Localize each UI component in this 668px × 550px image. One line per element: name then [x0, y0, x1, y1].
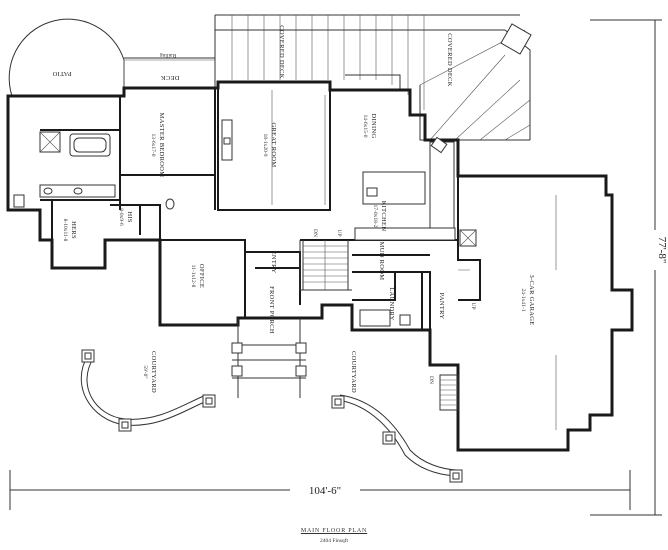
kitchen-dim: 17-0x18-2 — [372, 205, 378, 228]
pantry-label: PANTRY — [438, 293, 445, 320]
kitchen-label: KITCHEN — [380, 201, 387, 232]
overall-depth-label: 77'-8" — [656, 237, 668, 264]
deck-area — [124, 57, 216, 89]
front-porch-label: FRONT PORCH — [268, 286, 275, 334]
mud-room-label: MUD ROOM — [378, 242, 385, 281]
hers-label: HERS — [70, 221, 77, 239]
patio-area — [8, 18, 125, 97]
great-room-dim: 18-1x20-9 — [262, 134, 268, 157]
garage-dim: 24-1x41-1 — [520, 289, 526, 312]
overall-width-label: 104'-6" — [309, 485, 341, 497]
office-dim: 11-1x12-8 — [190, 265, 196, 288]
entry-label: ENTRY — [270, 251, 277, 274]
up-label-2: UP — [470, 302, 476, 309]
patio-label: PATIO — [52, 70, 71, 77]
room-labels: PATIO Railing DECK COVERED DECK COVERED … — [52, 25, 535, 393]
deck-label: DECK — [161, 74, 180, 81]
dn-label-1: DN — [312, 229, 318, 237]
hers-dim: 8-10x11-8 — [62, 219, 68, 242]
dimension-lines: 104'-6" 77'-8" — [9, 19, 668, 516]
master-bedroom-dim: 13-6x17-0 — [150, 134, 156, 157]
dining-dim: 14-6x15-0 — [362, 115, 368, 138]
his-dim: 8-0x9-6 — [118, 208, 124, 226]
courtyard-left-dim: 59'-0" — [142, 365, 148, 378]
plan-title: MAIN FLOOR PLAN — [300, 528, 368, 534]
bath-fixtures — [13, 131, 175, 210]
garage-label: 3-CAR GARAGE — [528, 274, 535, 325]
dining-label: DINING — [370, 114, 377, 139]
master-bedroom-label: MASTER BEDROOM — [158, 113, 165, 178]
covered-deck-label-1: COVERED DECK — [278, 25, 285, 79]
laundry-label: LAUNDRY — [388, 287, 395, 321]
exterior-walls — [6, 80, 634, 452]
covered-deck-area — [214, 14, 532, 141]
his-label: HIS — [126, 211, 133, 222]
great-room-features — [221, 90, 326, 205]
up-label-1: UP — [336, 229, 342, 236]
railing-label: Railing — [160, 52, 176, 58]
office-label: OFFICE — [198, 264, 205, 288]
front-porch-posts — [231, 318, 307, 398]
great-room-label: GREAT ROOM — [270, 123, 277, 168]
dn-label-2: DN — [428, 376, 434, 384]
garage-bays — [439, 195, 557, 430]
courtyard-left-label: COURTYARD — [150, 351, 157, 393]
covered-deck-label-2: COVERED DECK — [446, 33, 453, 87]
courtyard-right-label: COURTYARD — [350, 351, 357, 393]
stairs — [302, 240, 411, 327]
plan-subtitle: 2404 Finsqft — [320, 538, 348, 544]
courtyard-walls — [80, 349, 463, 483]
kitchen-features — [354, 136, 477, 247]
interior-walls — [40, 88, 481, 330]
